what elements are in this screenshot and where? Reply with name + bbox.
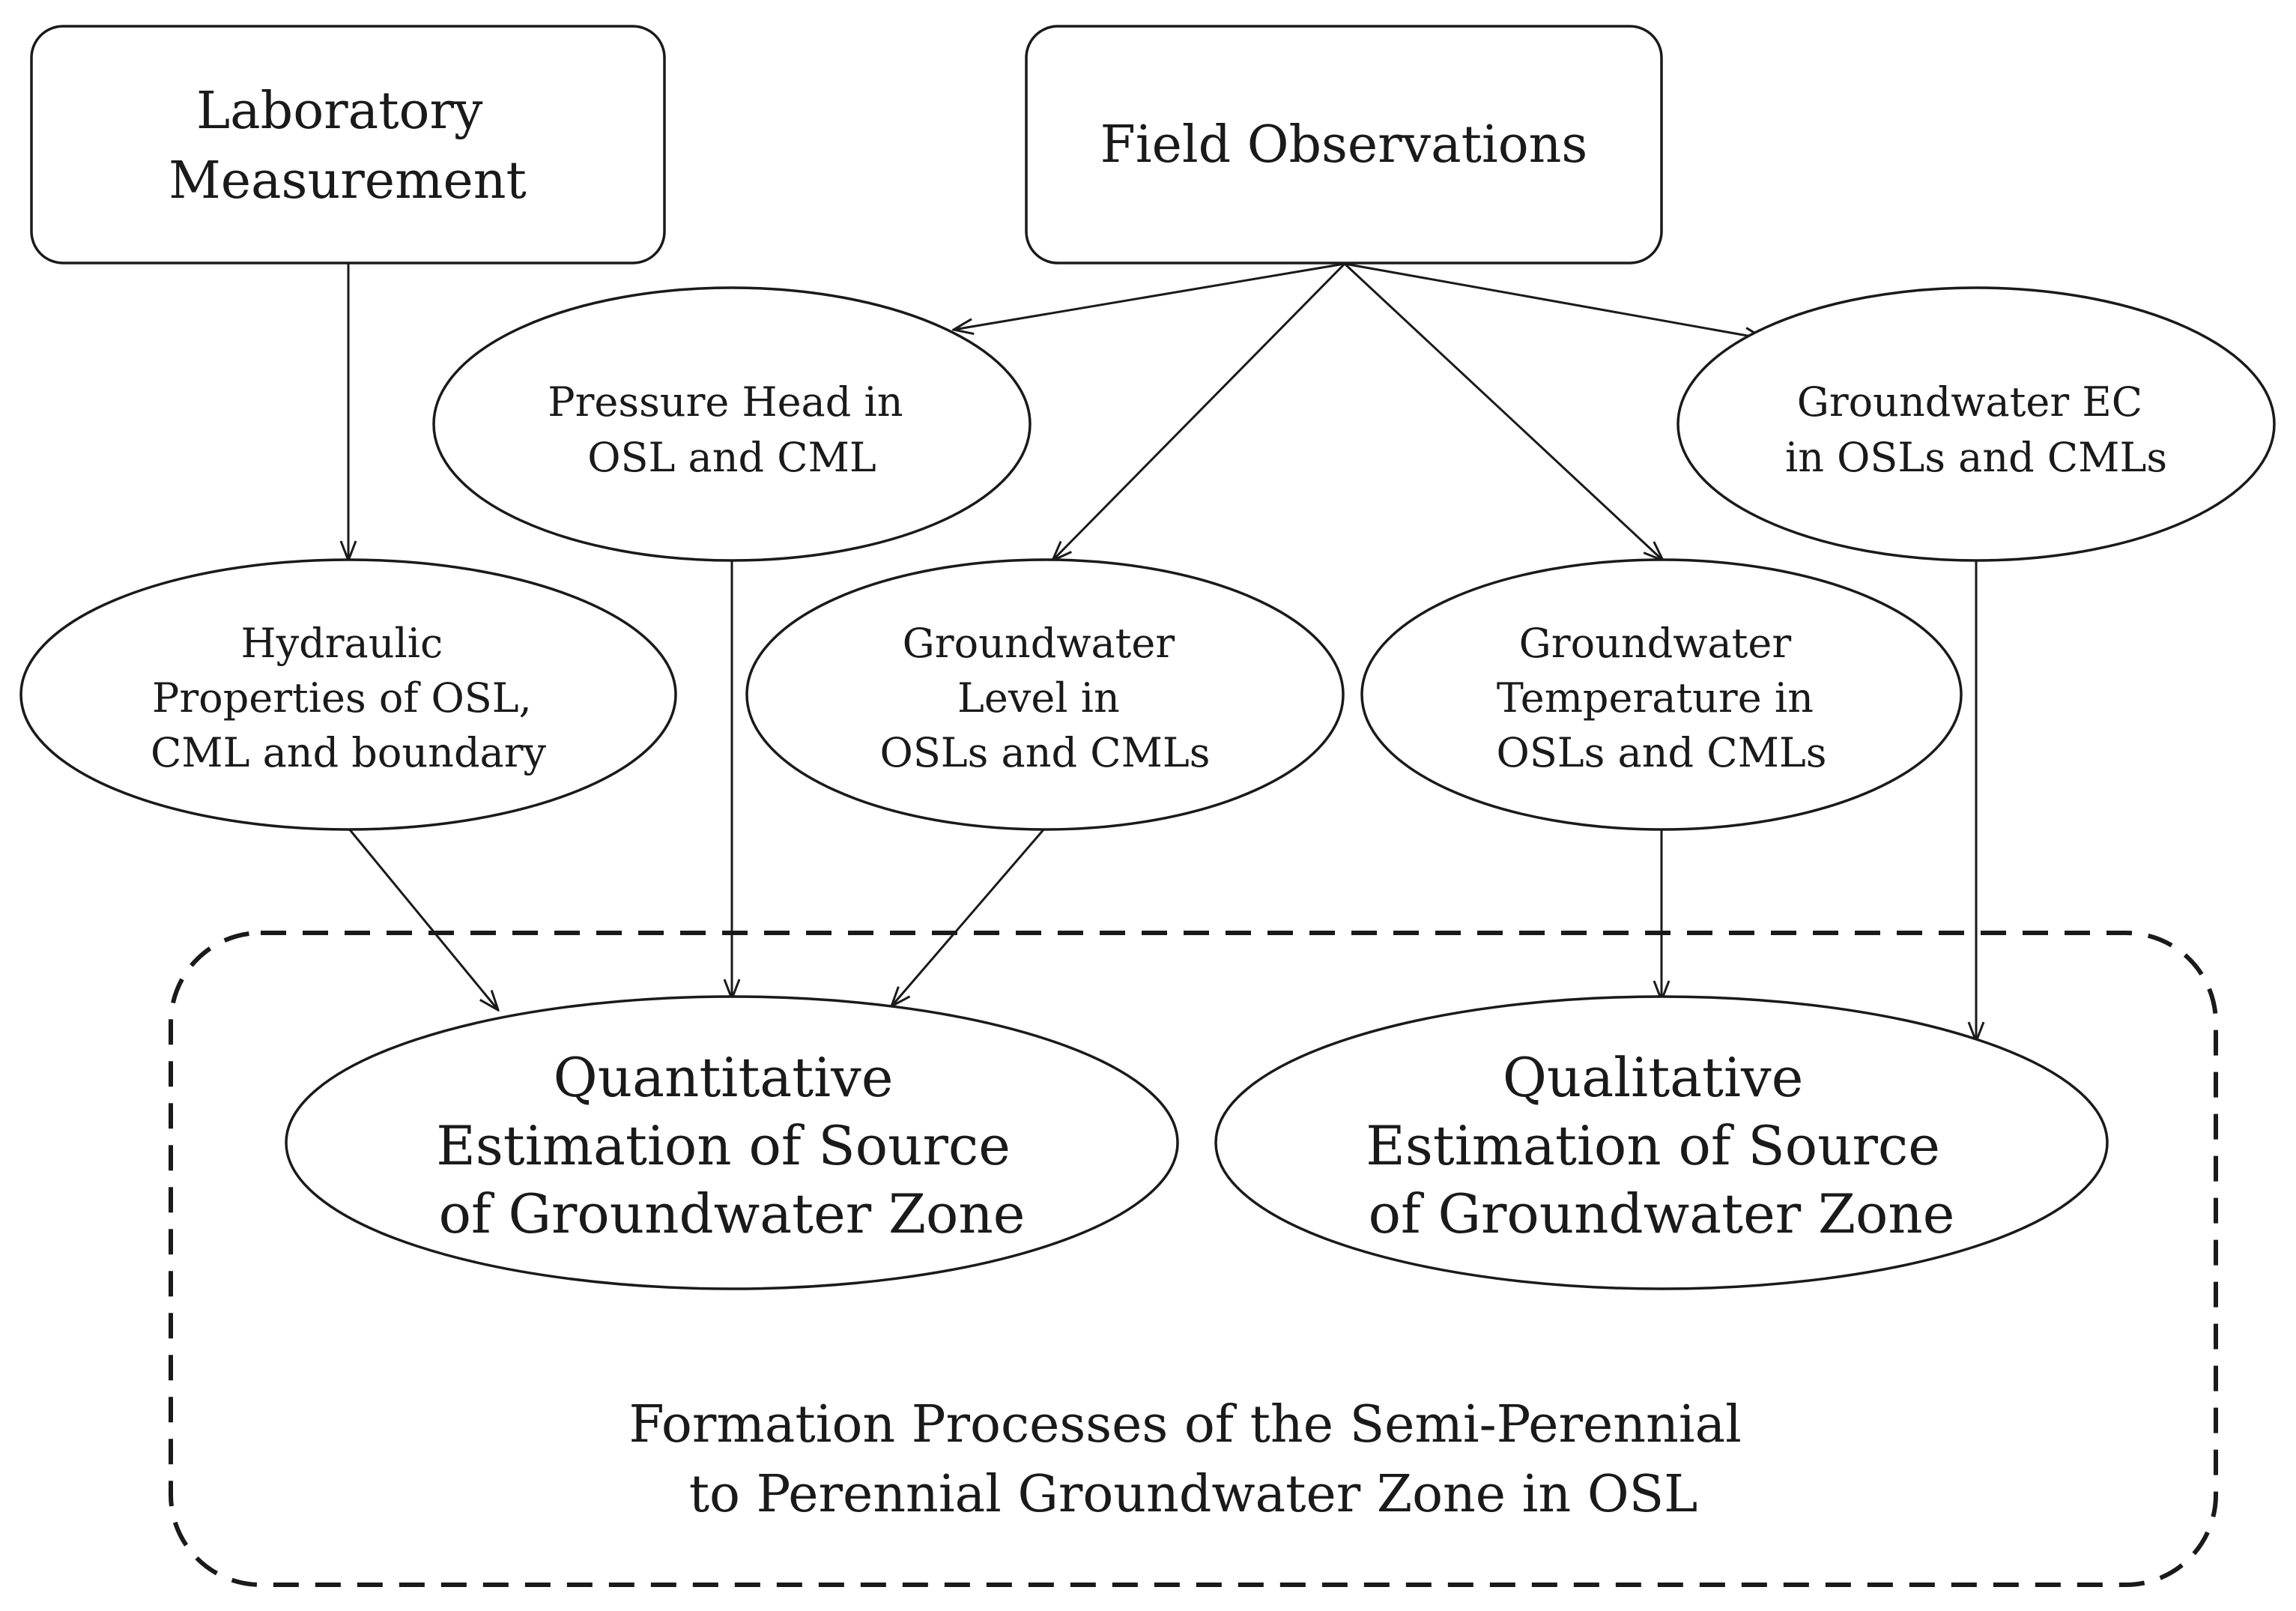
edge-field-to-pressure <box>954 262 1345 330</box>
lab-line-1: Laboratory <box>196 82 483 141</box>
node-quantitative-estimation: Quantitative Estimation of Source of Gro… <box>285 995 1179 1290</box>
ec-line-2: in OSLs and CMLs <box>1785 434 2167 481</box>
edge-field-to-temperature <box>1343 262 1663 560</box>
svg-text:Pressure Head in OSL and: Pressure Head in OSL and CML <box>548 378 915 481</box>
hydraulic-line-2: Properties of OSL, <box>152 674 532 722</box>
node-hydraulic-properties: Hydraulic Properties of OSL, CML and bou… <box>19 558 677 831</box>
formation-processes-group <box>169 931 2218 1587</box>
node-groundwater-temperature: Groundwater Temperature in OSLs and CMLs <box>1360 558 1963 831</box>
node-groundwater-ec: Groundwater EC in OSLs and CMLs <box>1676 286 2276 562</box>
temperature-line-3: OSLs and CMLs <box>1497 729 1827 776</box>
quantitative-line-3: of Groundwater Zone <box>439 1182 1026 1245</box>
node-groundwater-level: Groundwater Level in OSLs and CMLs <box>745 558 1345 831</box>
pressure-line-1: Pressure Head in <box>548 378 903 426</box>
level-line-2: Level in <box>957 674 1120 722</box>
pressure-line-2: OSL and CML <box>587 434 876 481</box>
svg-text:Quantitative Estimation: Quantitative Estimation of Source of Gro… <box>436 1046 1027 1245</box>
qualitative-line-1: Qualitative <box>1503 1046 1803 1109</box>
qualitative-line-2: Estimation of Source <box>1366 1114 1940 1177</box>
formation-processes-caption: Formation Processes of the Semi-Perennia… <box>628 1395 1757 1524</box>
lab-line-2: Measurement <box>169 151 527 211</box>
svg-text:Groundwater Level in: Groundwater Level in OSLs and CMLs <box>880 620 1211 776</box>
edge-field-to-level <box>1052 262 1346 560</box>
edge-field-to-ec <box>1344 262 1764 339</box>
svg-text:Laboratory Measurement: Laboratory Measurement <box>169 82 527 211</box>
node-laboratory-measurement: Laboratory Measurement <box>30 25 666 265</box>
level-line-1: Groundwater <box>903 620 1175 667</box>
level-line-3: OSLs and CMLs <box>880 729 1211 776</box>
svg-text:Groundwater Temperature: Groundwater Temperature in OSLs and CMLs <box>1497 620 1827 776</box>
temperature-line-1: Groundwater <box>1519 620 1792 667</box>
quantitative-line-2: Estimation of Source <box>436 1114 1011 1177</box>
hydraulic-line-1: Hydraulic <box>241 620 443 667</box>
svg-text:Groundwater EC in OSLs a: Groundwater EC in OSLs and CMLs <box>1785 378 2167 481</box>
svg-text:Qualitative Estimation o: Qualitative Estimation of Source of Grou… <box>1366 1046 1957 1245</box>
edge-hydraulic-to-quantitative <box>347 827 498 1010</box>
qualitative-line-3: of Groundwater Zone <box>1369 1182 1955 1245</box>
group-line-2: to Perennial Groundwater Zone in OSL <box>689 1465 1698 1524</box>
node-qualitative-estimation: Qualitative Estimation of Source of Grou… <box>1214 995 2109 1290</box>
temperature-line-2: Temperature in <box>1497 674 1814 722</box>
node-pressure-head: Pressure Head in OSL and CML <box>432 286 1032 562</box>
hydraulic-line-3: CML and boundary <box>151 729 547 776</box>
node-field-observations: Field Observations <box>1025 25 1663 265</box>
edges <box>347 262 1976 1042</box>
edge-level-to-quantitative <box>891 827 1046 1006</box>
ec-line-1: Groundwater EC <box>1797 378 2142 426</box>
svg-text:Hydraulic Properties of: Hydraulic Properties of OSL, CML and bou… <box>151 620 547 776</box>
field-line-1: Field Observations <box>1100 115 1588 175</box>
group-line-1: Formation Processes of the Semi-Perennia… <box>628 1395 1741 1454</box>
svg-text:Field Observations: Field Observations <box>1100 115 1588 175</box>
quantitative-line-1: Quantitative <box>554 1046 894 1109</box>
